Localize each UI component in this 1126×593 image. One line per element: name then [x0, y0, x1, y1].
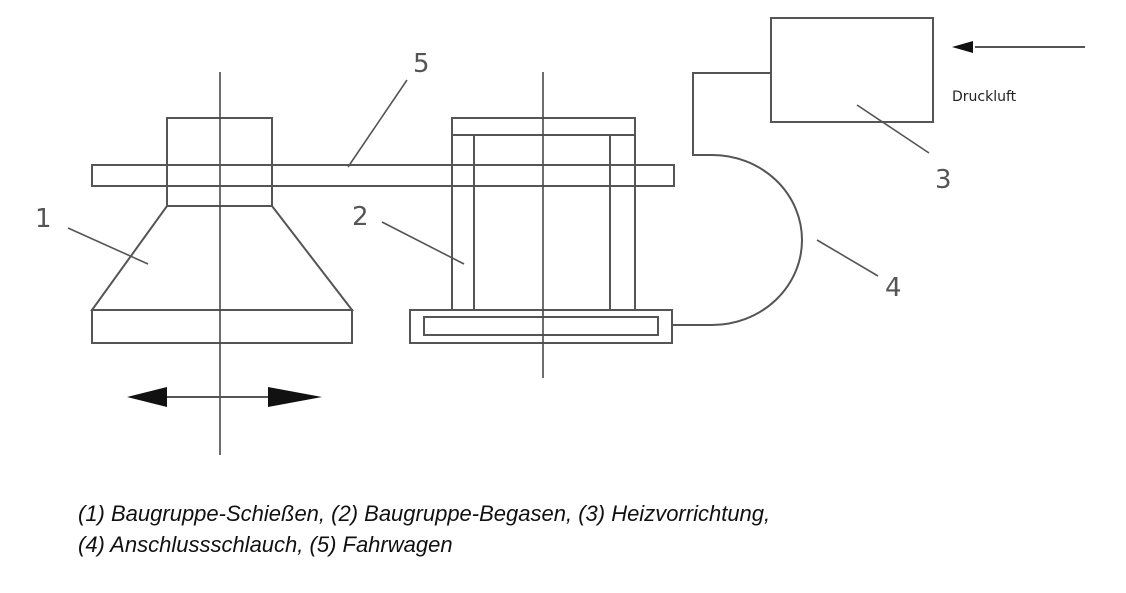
label-part-1: 1 [35, 204, 52, 234]
gassing-base-inner [423, 316, 659, 336]
heater-device [770, 17, 1085, 123]
label-part-4: 4 [885, 273, 902, 303]
compressed-air-arrowhead-icon [952, 41, 973, 53]
caption-line-1: (1) Baugruppe-Schießen, (2) Baugruppe-Be… [78, 501, 771, 526]
gassing-assembly [409, 72, 673, 378]
movement-arrow [127, 387, 322, 407]
shooting-base-plate [91, 309, 353, 344]
shooting-assembly [90, 72, 355, 455]
caption-line-2: (4) Anschlussschlauch, (5) Fahrwagen [78, 532, 453, 557]
label-part-5: 5 [413, 49, 430, 79]
gassing-base-outer [409, 309, 673, 344]
leader-line-2 [381, 221, 465, 265]
arrowhead-left-icon [127, 387, 167, 407]
heater-box [770, 17, 934, 123]
label-part-3: 3 [935, 165, 952, 195]
compressed-air-label: Druckluft [952, 89, 1017, 105]
diagram-caption: (1) Baugruppe-Schießen, (2) Baugruppe-Be… [78, 498, 1118, 560]
arrowhead-right-icon [268, 387, 322, 407]
label-part-2: 2 [352, 202, 369, 232]
leader-line-3 [856, 104, 930, 154]
connection-hose [672, 72, 803, 326]
leader-line-4 [816, 239, 879, 277]
shooting-hopper [90, 205, 355, 311]
leader-line-5 [347, 79, 408, 168]
leader-line-1 [67, 227, 149, 265]
carriage-rail [91, 164, 675, 187]
